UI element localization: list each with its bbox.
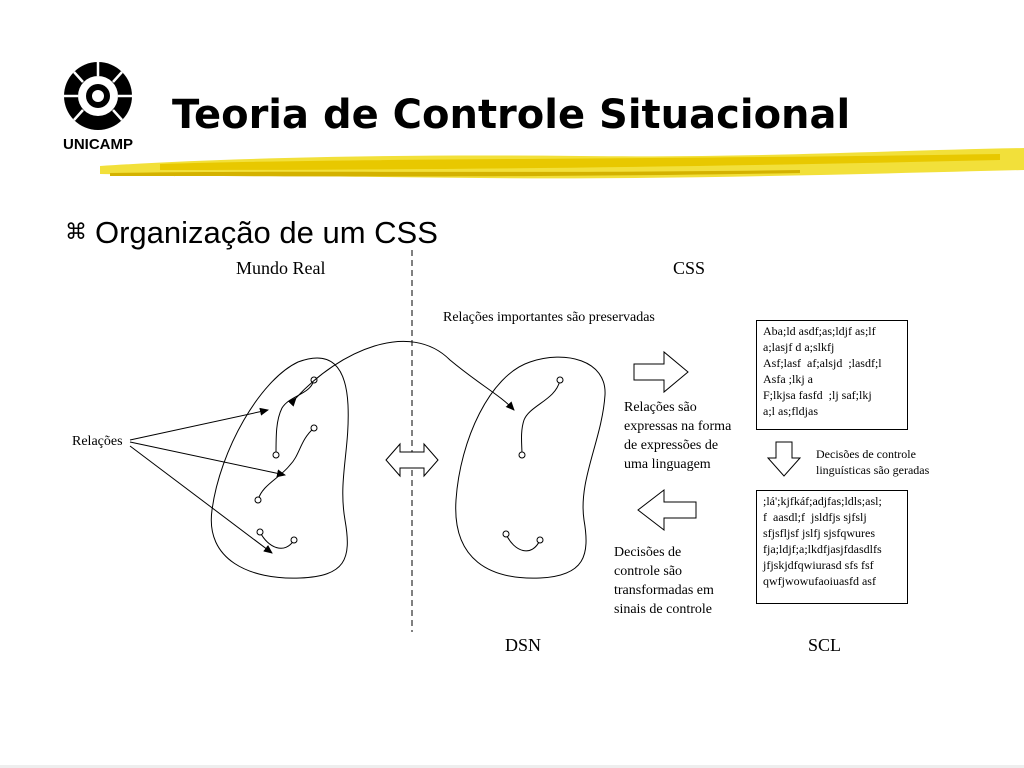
- label-preservadas: Relações importantes são preservadas: [443, 310, 655, 325]
- bullet-text: Organização de um CSS: [95, 215, 438, 250]
- unicamp-logo: UNICAMP: [50, 58, 146, 158]
- logo-text: UNICAMP: [63, 136, 133, 153]
- left-block-arrow: [637, 488, 697, 532]
- bullet-icon: ⌘: [65, 219, 87, 244]
- relacoes-arrow-2: [129, 441, 286, 478]
- right-block-arrow: [633, 350, 689, 394]
- left-relation-3: [259, 531, 295, 549]
- double-block-arrow: [385, 442, 439, 478]
- relacoes-arrow-3: [129, 445, 273, 554]
- slide-title: Teoria de Controle Situacional: [172, 92, 851, 138]
- left-blob: [210, 357, 349, 579]
- relacoes-arrow-1: [129, 407, 269, 441]
- label-decisoes-sinais: Decisões de controle são transformadas e…: [614, 545, 714, 617]
- css-text-box-top: Aba;ld asdf;as;ldjf as;lf a;lasjf d a;sl…: [756, 320, 908, 430]
- scl-text-box-bottom: ;lá';kjfkáf;adjfas;ldls;asl; f aasdl;f j…: [756, 490, 908, 604]
- left-relation-1: [275, 379, 315, 456]
- footer-divider: [0, 765, 1024, 768]
- label-scl: SCL: [808, 635, 842, 655]
- unicamp-emblem-icon: [64, 62, 132, 130]
- label-css: CSS: [673, 258, 706, 278]
- label-dsn: DSN: [505, 635, 542, 655]
- label-decisoes-geradas: Decisões de controle linguísticas são ge…: [816, 447, 930, 477]
- bullet-item: ⌘ Organização de um CSS: [65, 215, 438, 251]
- right-relation-2: [505, 533, 541, 552]
- label-relacoes: Relações: [72, 434, 123, 449]
- title-underline-brush: [100, 148, 1024, 179]
- label-expressas: Relações são expressas na forma de expre…: [624, 400, 732, 472]
- label-mundo-real: Mundo Real: [236, 258, 326, 278]
- preservation-arc: [287, 340, 515, 411]
- down-block-arrow: [766, 441, 802, 477]
- right-relation-1: [521, 379, 561, 456]
- left-relation-2: [257, 427, 315, 501]
- right-blob: [455, 356, 606, 579]
